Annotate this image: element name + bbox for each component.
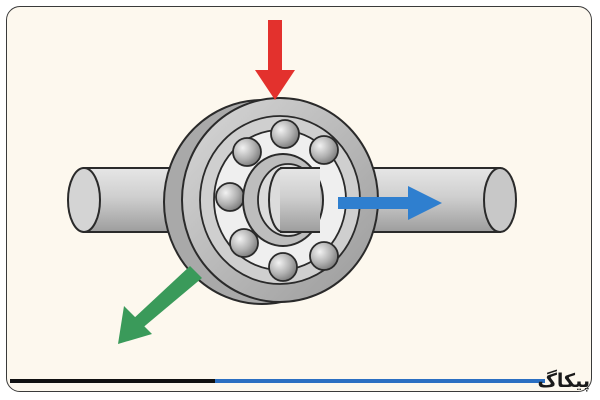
ball <box>215 182 245 212</box>
ball <box>309 241 339 271</box>
ball <box>232 137 262 167</box>
ball <box>268 252 298 282</box>
arrow-down-icon <box>255 20 295 100</box>
arrow-right-icon <box>338 186 442 220</box>
ball <box>309 135 339 165</box>
ball <box>270 119 300 149</box>
arrow-down-left-icon <box>118 266 202 344</box>
brand-logo: پیکاگ <box>537 370 590 392</box>
shaft-center <box>268 167 320 233</box>
ball <box>229 228 259 258</box>
footer-underline <box>10 379 545 383</box>
bearing-balls <box>215 119 339 282</box>
